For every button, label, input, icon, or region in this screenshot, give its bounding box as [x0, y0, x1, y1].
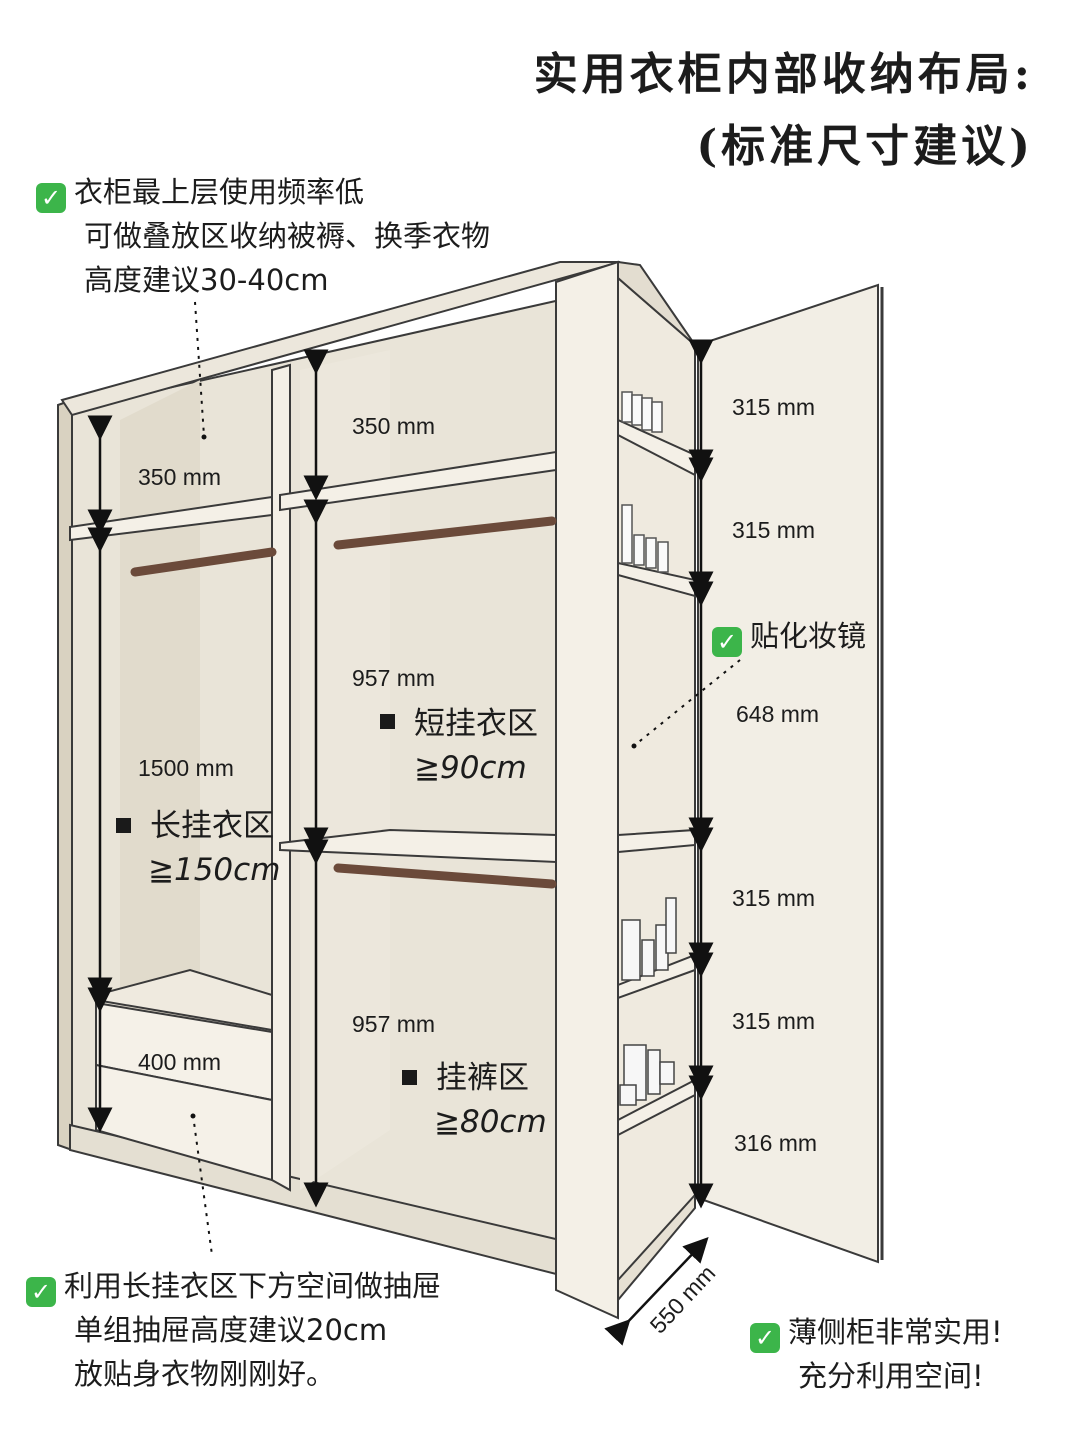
mid-middle-shelf — [279, 828, 557, 864]
note-drawer-line-1: 利用长挂衣区下方空间做抽屉 — [64, 1269, 442, 1303]
note-side-line-1: 薄侧柜非常实用! — [788, 1315, 1003, 1349]
zone-long-height: ≧150cm — [148, 852, 280, 888]
note-top-line-1: 衣柜最上层使用频率低 — [74, 175, 365, 209]
zone-pants-height: ≧80cm — [434, 1104, 547, 1140]
note-mirror-text: 贴化妆镜 — [750, 619, 867, 653]
dim-label-side-1: 315 mm — [732, 394, 815, 420]
note-side-cabinet: ✓ 薄侧柜非常实用! 充分利用空间! — [750, 1310, 1003, 1398]
title-line-1: 实用衣柜内部收纳布局: — [533, 49, 1034, 100]
zone-pants-name: 挂裤区 — [436, 1060, 529, 1096]
dim-label-left-drawer: 400 mm — [138, 1049, 221, 1075]
leader-dot-drawer — [190, 1113, 196, 1119]
note-side-line-2: 充分利用空间! — [798, 1359, 984, 1393]
note-drawer: ✓ 利用长挂衣区下方空间做抽屉 单组抽屉高度建议20cm 放贴身衣物刚刚好。 — [26, 1264, 441, 1396]
title-line-2: (标准尺寸建议) — [696, 121, 1034, 172]
note-mirror: ✓ 贴化妆镜 — [712, 614, 866, 658]
zone-short-name: 短挂衣区 — [414, 706, 538, 742]
bottle-icon-group-1 — [621, 391, 663, 433]
square-bullet-icon — [402, 1070, 417, 1085]
leader-dot-mirror — [631, 743, 637, 749]
zone-long-name: 长挂衣区 — [150, 808, 274, 844]
mid-top-shelf — [279, 450, 557, 512]
mirror-door — [697, 283, 879, 1264]
check-icon: ✓ — [36, 183, 66, 213]
bottle-icon-group-2 — [621, 504, 669, 573]
hanging-rod-mid-bottom — [333, 863, 557, 889]
leader-dot-top — [201, 434, 207, 440]
dim-label-left-top: 350 mm — [138, 464, 221, 490]
dim-label-left-long: 1500 mm — [138, 755, 234, 781]
note-top-shelf: ✓ 衣柜最上层使用频率低 可做叠放区收纳被褥、换季衣物 高度建议30-40cm — [36, 170, 490, 302]
bottle-icon-group-3 — [621, 897, 677, 981]
note-drawer-line-3: 放贴身衣物刚刚好。 — [74, 1357, 336, 1391]
dim-label-mid-short: 957 mm — [352, 665, 435, 691]
check-icon: ✓ — [750, 1323, 780, 1353]
zone-short-height: ≧90cm — [414, 750, 527, 786]
square-bullet-icon — [380, 714, 395, 729]
left-top-shelf — [69, 495, 273, 542]
dim-line-depth — [604, 1236, 709, 1346]
hanging-rod-left — [130, 547, 277, 577]
check-icon: ✓ — [26, 1277, 56, 1307]
dim-label-depth: 550 mm — [645, 1260, 721, 1339]
dim-label-side-3: 648 mm — [736, 701, 819, 727]
dim-label-side-5: 315 mm — [732, 1008, 815, 1034]
dim-label-side-6: 316 mm — [734, 1130, 817, 1156]
middle-compartment-wall — [300, 350, 390, 1190]
leader-drawer-note — [192, 1114, 213, 1256]
wardrobe-left-side — [57, 398, 73, 1152]
bottle-icon-group-4 — [619, 1044, 675, 1106]
note-top-line-3: 高度建议30-40cm — [84, 263, 329, 297]
dim-label-mid-top: 350 mm — [352, 413, 435, 439]
divider-left — [271, 363, 291, 1192]
hanging-rod-mid-top — [333, 516, 557, 550]
page-title: 实用衣柜内部收纳布局: (标准尺寸建议) — [534, 38, 1034, 174]
note-top-line-2: 可做叠放区收纳被褥、换季衣物 — [84, 219, 491, 253]
divider-right-front — [555, 260, 619, 1320]
square-bullet-icon — [116, 818, 131, 833]
note-drawer-line-2: 单组抽屉高度建议20cm — [74, 1313, 388, 1347]
dim-label-side-4: 315 mm — [732, 885, 815, 911]
dim-label-mid-pants: 957 mm — [352, 1011, 435, 1037]
check-icon: ✓ — [712, 627, 742, 657]
dim-label-side-2: 315 mm — [732, 517, 815, 543]
